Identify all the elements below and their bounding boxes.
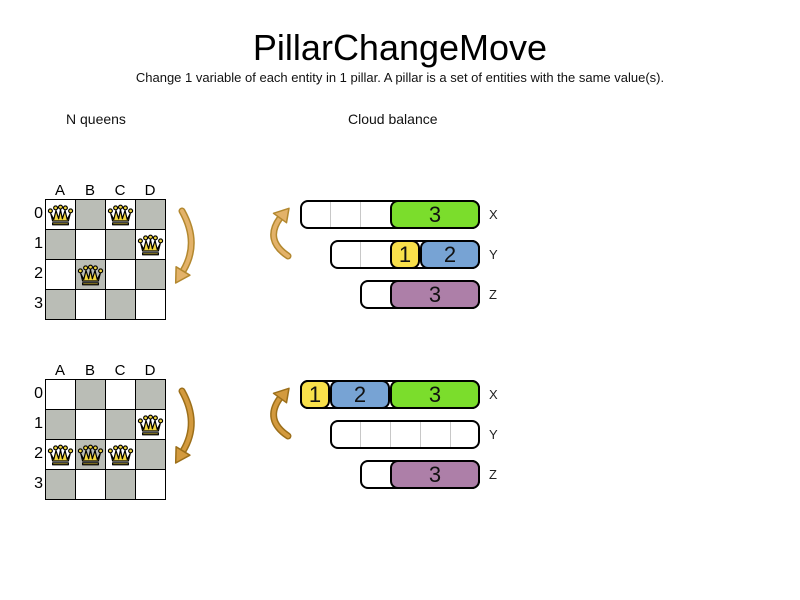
slot-divider <box>360 422 361 447</box>
board-cell-C3 <box>106 290 135 319</box>
column-header-D: D <box>144 362 156 379</box>
computer-bar-Y <box>330 420 480 449</box>
queen-icon <box>107 444 134 465</box>
board-grid <box>45 199 166 320</box>
queen-icon <box>47 444 74 465</box>
computer-label-Z: Z <box>489 467 497 482</box>
process-block: 1 <box>300 380 330 409</box>
process-block: 3 <box>390 200 480 229</box>
board-cell-D1 <box>136 230 165 259</box>
process-block: 2 <box>420 240 480 269</box>
computer-bar-Z: 3 <box>360 280 480 309</box>
board-grid <box>45 379 166 500</box>
page-subtitle: Change 1 variable of each entity in 1 pi… <box>135 70 665 85</box>
process-block: 2 <box>330 380 390 409</box>
board-cell-A1 <box>46 410 75 439</box>
row-label-3: 3 <box>34 475 43 492</box>
move-down-arrow-icon <box>174 387 195 464</box>
nqueens-board-before: A B C D 0 1 2 3 <box>27 181 177 326</box>
queen-icon <box>137 234 164 255</box>
board-cell-B3 <box>76 290 105 319</box>
board-cell-D2 <box>136 440 165 469</box>
board-cell-D0 <box>136 200 165 229</box>
board-cell-C1 <box>106 410 135 439</box>
board-cell-C2 <box>106 440 135 469</box>
board-cell-D3 <box>136 290 165 319</box>
board-cell-A3 <box>46 470 75 499</box>
queen-icon <box>107 204 134 225</box>
board-cell-D0 <box>136 380 165 409</box>
cloudbalance-section-label: Cloud balance <box>348 111 438 127</box>
column-header-B: B <box>84 182 95 199</box>
computer-bar-Z: 3 <box>360 460 480 489</box>
board-cell-B0 <box>76 380 105 409</box>
column-header-B: B <box>84 362 95 379</box>
column-header-D: D <box>144 182 156 199</box>
board-cell-C0 <box>106 200 135 229</box>
page-title: PillarChangeMove <box>252 27 548 68</box>
board-cell-A0 <box>46 380 75 409</box>
move-up-arrow-icon <box>270 387 292 440</box>
board-cell-D1 <box>136 410 165 439</box>
slot-divider <box>420 422 421 447</box>
board-cell-D2 <box>136 260 165 289</box>
computer-label-Y: Y <box>489 247 498 262</box>
board-cell-B3 <box>76 470 105 499</box>
slot-divider <box>360 242 361 267</box>
process-block: 1 <box>390 240 420 269</box>
queen-icon <box>47 204 74 225</box>
computer-label-Z: Z <box>489 287 497 302</box>
column-header-A: A <box>54 182 65 199</box>
computer-label-Y: Y <box>489 427 498 442</box>
column-header-A: A <box>54 362 65 379</box>
row-label-2: 2 <box>34 445 43 462</box>
row-label-0: 0 <box>34 205 43 222</box>
board-cell-D3 <box>136 470 165 499</box>
column-header-C: C <box>114 362 126 379</box>
row-label-1: 1 <box>34 415 43 432</box>
computer-label-X: X <box>489 387 498 402</box>
computer-label-X: X <box>489 207 498 222</box>
board-cell-A2 <box>46 260 75 289</box>
board-cell-C2 <box>106 260 135 289</box>
board-cell-B2 <box>76 260 105 289</box>
row-label-0: 0 <box>34 385 43 402</box>
board-cell-A0 <box>46 200 75 229</box>
board-cell-B0 <box>76 200 105 229</box>
board-cell-B1 <box>76 230 105 259</box>
process-block: 3 <box>390 280 480 309</box>
row-label-1: 1 <box>34 235 43 252</box>
nqueens-board-after: A B C D 0 1 2 3 <box>27 361 177 506</box>
move-down-arrow-icon <box>174 207 195 284</box>
queen-icon <box>77 264 104 285</box>
board-cell-C1 <box>106 230 135 259</box>
board-cell-A2 <box>46 440 75 469</box>
nqueens-section-label: N queens <box>66 111 126 127</box>
slot-divider <box>450 422 451 447</box>
board-cell-A1 <box>46 230 75 259</box>
slot-divider <box>360 202 361 227</box>
board-cell-B2 <box>76 440 105 469</box>
board-cell-A3 <box>46 290 75 319</box>
board-cell-C0 <box>106 380 135 409</box>
move-up-arrow-icon <box>270 207 292 260</box>
slot-divider <box>390 422 391 447</box>
slot-divider <box>330 202 331 227</box>
queen-icon <box>77 444 104 465</box>
row-label-2: 2 <box>34 265 43 282</box>
process-block: 3 <box>390 380 480 409</box>
row-label-3: 3 <box>34 295 43 312</box>
board-cell-B1 <box>76 410 105 439</box>
computer-bar-X: 3 <box>300 200 480 229</box>
column-header-C: C <box>114 182 126 199</box>
board-cell-C3 <box>106 470 135 499</box>
queen-icon <box>137 414 164 435</box>
process-block: 3 <box>390 460 480 489</box>
